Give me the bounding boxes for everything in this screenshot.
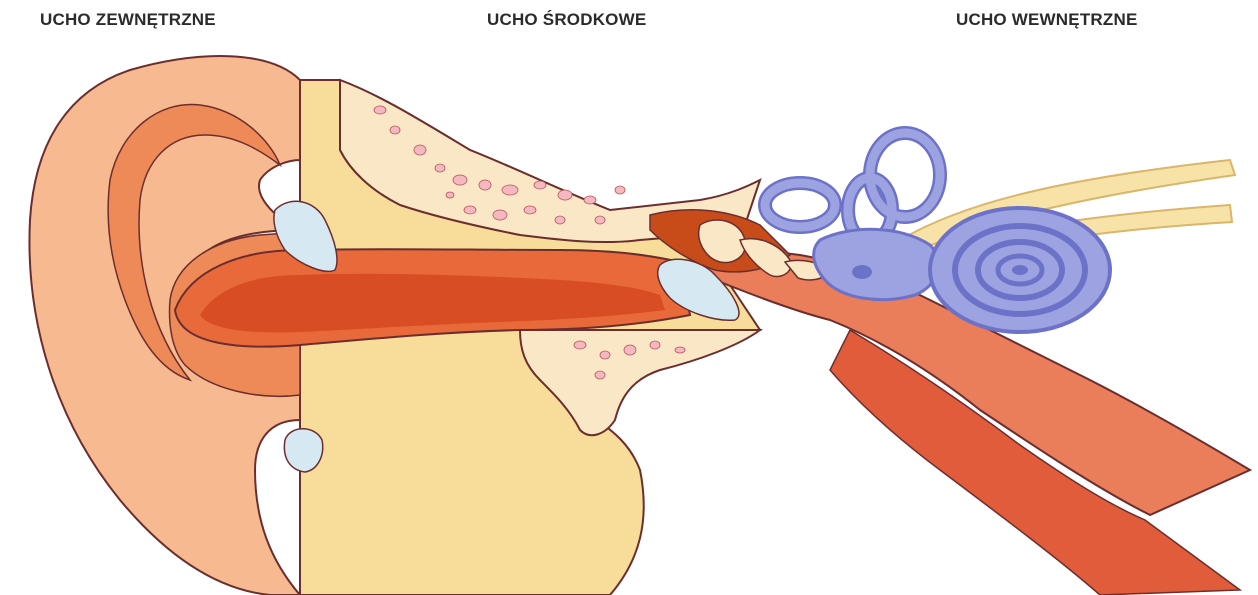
cochlea (930, 208, 1110, 332)
oval-window (852, 265, 872, 279)
semicircular-canals-fill (765, 133, 940, 242)
cartilage-lower (284, 429, 322, 472)
